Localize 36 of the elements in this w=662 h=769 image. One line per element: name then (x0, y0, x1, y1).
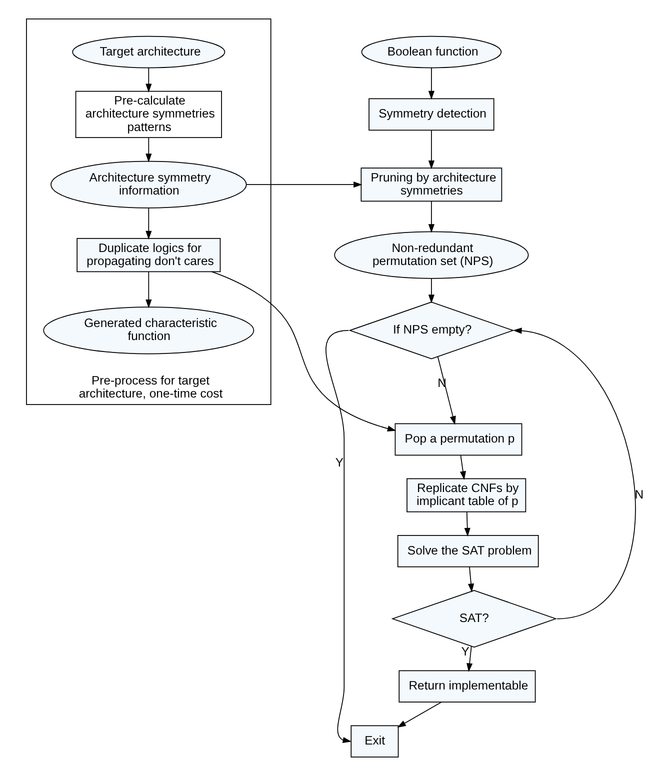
arrow (145, 208, 152, 240)
arrow (466, 646, 472, 672)
arrow (428, 200, 434, 233)
arrow (396, 702, 442, 728)
node-box: Duplicate logics for propagating don't cares (76, 238, 220, 272)
node-box: Replicate CNFs by implicant table of p (406, 478, 526, 512)
node-diamond: If NPS empty? (348, 302, 514, 360)
node-box: Symmetry detection (368, 98, 494, 131)
arrow (436, 356, 456, 425)
arrow (459, 454, 466, 480)
arrow (325, 330, 352, 744)
arrow (210, 271, 396, 432)
arrow (145, 137, 152, 162)
arrow (428, 278, 434, 304)
node-ellipse: Target architecture (72, 36, 225, 68)
node-ellipse: Architecture symmetry information (50, 160, 246, 208)
node-ellipse: Non-redundant permutation set (NPS) (334, 231, 528, 279)
arrow (145, 271, 152, 308)
node-diamond: SAT? (390, 590, 557, 648)
node-box: Exit (350, 725, 398, 758)
node-ellipse: Generated characteristic function (42, 306, 254, 354)
arrow (145, 67, 152, 93)
arrow (428, 130, 434, 170)
node-box: Solve the SAT problem (396, 534, 538, 568)
node-box: Pop a permutation p (394, 423, 522, 456)
edge-label: Y (334, 455, 344, 470)
arrow (428, 67, 434, 100)
arrow (512, 328, 636, 620)
node-ellipse: Boolean function (360, 36, 502, 68)
arrow (467, 566, 474, 592)
node-box: Return implementable (398, 670, 536, 703)
edge-label: N (634, 488, 644, 502)
node-box: Pruning by architecture symmetries (360, 168, 502, 202)
arrow (245, 182, 362, 188)
node-box: Pre-calculate architecture symmetries patterns (74, 90, 222, 138)
arrow (464, 512, 470, 537)
